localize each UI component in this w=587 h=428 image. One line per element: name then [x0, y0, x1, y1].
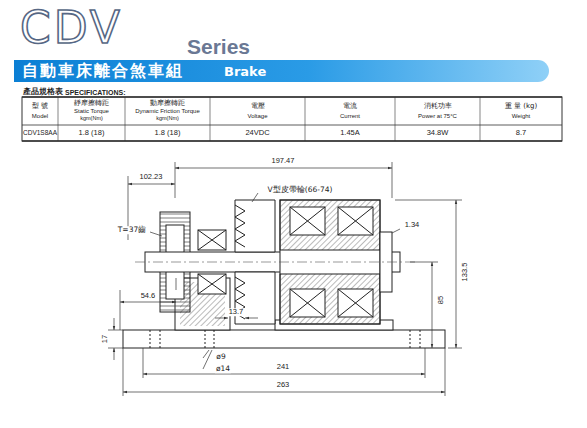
dimension: 13.7 — [228, 308, 245, 316]
dimension: 54.6 — [140, 292, 157, 300]
table-cell: 1.45A — [339, 129, 361, 137]
table-header: Static Torque — [73, 108, 110, 114]
table-cell: 34.8W — [426, 129, 450, 137]
table-cell: CDV1S8AA — [22, 130, 58, 137]
table-header: 消耗功率 — [423, 103, 453, 110]
table-header: 型 號 — [31, 103, 49, 110]
table-cell: 1.8 (18) — [154, 129, 182, 137]
table-header: kgm(Nm) — [79, 116, 104, 122]
table-header: Weight — [511, 113, 532, 119]
dimension-lines — [108, 162, 462, 396]
dimension: 263 — [276, 381, 291, 389]
banner-title: 自動車床離合煞車組 — [22, 63, 184, 79]
table-header: kgm(Nm) — [155, 116, 180, 122]
table-header: 重 量 (kg) — [504, 103, 538, 110]
dimension: ø9 — [215, 353, 226, 361]
series-logo: CDV — [20, 6, 123, 50]
dimension: 133.5 — [461, 262, 469, 283]
table-caption: 產品規格表 — [22, 88, 64, 96]
table-header: 電流 — [342, 103, 358, 110]
dimension: 17 — [101, 334, 109, 344]
table-cell: 1.8 (18) — [78, 129, 106, 137]
table-header: 動摩擦轉距 — [149, 100, 186, 107]
table-header: 電壓 — [250, 103, 266, 110]
banner-subtitle: Brake — [224, 65, 266, 78]
table-cell: 24VDC — [244, 129, 270, 137]
series-word: Series — [186, 36, 251, 57]
dimension: 85 — [437, 295, 445, 305]
section-banner: 自動車床離合煞車組 Brake — [14, 60, 549, 82]
dimension: 102.23 — [139, 173, 164, 181]
brake-assembly — [123, 200, 445, 348]
table-header: Power at 75°C — [417, 113, 458, 119]
table-header: Current — [339, 113, 361, 119]
table-caption: SPECIFICATIONS: — [64, 89, 127, 96]
dimension: ø14 — [215, 365, 231, 373]
part-callout: V型皮帶輪(66-74) — [267, 186, 334, 194]
dimension: 197.47 — [271, 157, 296, 165]
table-header: 靜摩擦轉距 — [73, 100, 110, 107]
dimension: 241 — [276, 363, 291, 371]
dimension: 1.34 — [404, 221, 421, 229]
table-header: Model — [31, 113, 49, 119]
table-cell: 8.7 — [515, 129, 527, 137]
part-callout: T=37齒 — [117, 226, 147, 234]
spec-table — [22, 97, 562, 141]
table-header: Voltage — [246, 113, 268, 119]
table-header: Dynamic Friction Torque — [134, 108, 201, 114]
